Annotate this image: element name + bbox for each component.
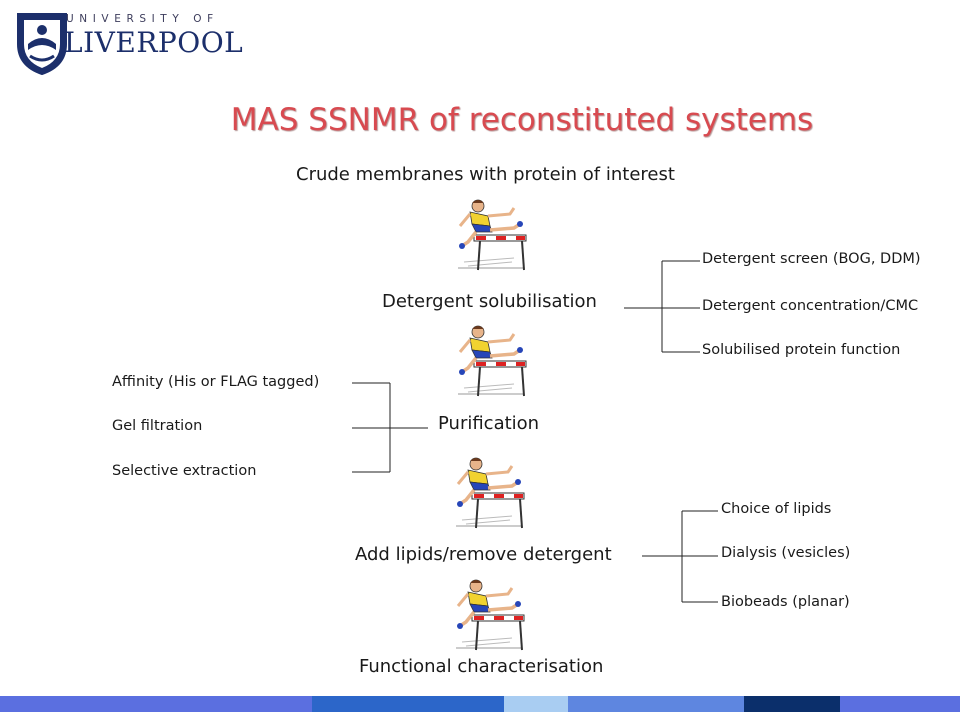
hurdler-icon-2 <box>456 324 528 398</box>
slide-title: MAS SSNMR of reconstituted systems <box>0 102 960 138</box>
lipid-bracket <box>642 510 718 603</box>
note-solubilised-function: Solubilised protein function <box>702 342 901 358</box>
step-add-lipids: Add lipids/remove detergent <box>355 544 612 565</box>
footer-segment-4 <box>568 696 744 712</box>
footer-segment-1 <box>0 696 312 712</box>
note-biobeads: Biobeads (planar) <box>721 594 850 610</box>
footer-segment-2 <box>312 696 504 712</box>
purification-bracket <box>352 382 428 473</box>
note-dialysis: Dialysis (vesicles) <box>721 545 851 561</box>
step-detergent-solubilisation: Detergent solubilisation <box>382 291 597 312</box>
logo-line-small: UNIVERSITY OF <box>66 13 219 25</box>
title-text: MAS SSNMR of reconstituted systems <box>230 102 814 138</box>
hurdler-icon-4 <box>454 578 526 652</box>
detergent-bracket <box>624 260 700 353</box>
note-choice-of-lipids: Choice of lipids <box>721 501 832 517</box>
footer-segment-6 <box>840 696 960 712</box>
hurdler-icon-1 <box>456 198 528 272</box>
note-selective-extraction: Selective extraction <box>112 463 257 479</box>
footer-segment-5 <box>744 696 840 712</box>
footer-segment-3 <box>504 696 568 712</box>
step-crude-membranes: Crude membranes with protein of interest <box>296 164 675 185</box>
note-detergent-screen: Detergent screen (BOG, DDM) <box>702 251 921 267</box>
logo-line-big: LIVERPOOL <box>64 26 244 59</box>
hurdler-icon-3 <box>454 456 526 530</box>
step-purification: Purification <box>438 413 540 434</box>
note-detergent-concentration: Detergent concentration/CMC <box>702 298 919 314</box>
step-functional-characterisation: Functional characterisation <box>359 656 604 677</box>
crest-icon <box>17 13 67 76</box>
note-affinity: Affinity (His or FLAG tagged) <box>112 374 320 390</box>
note-gel-filtration: Gel filtration <box>112 418 203 434</box>
